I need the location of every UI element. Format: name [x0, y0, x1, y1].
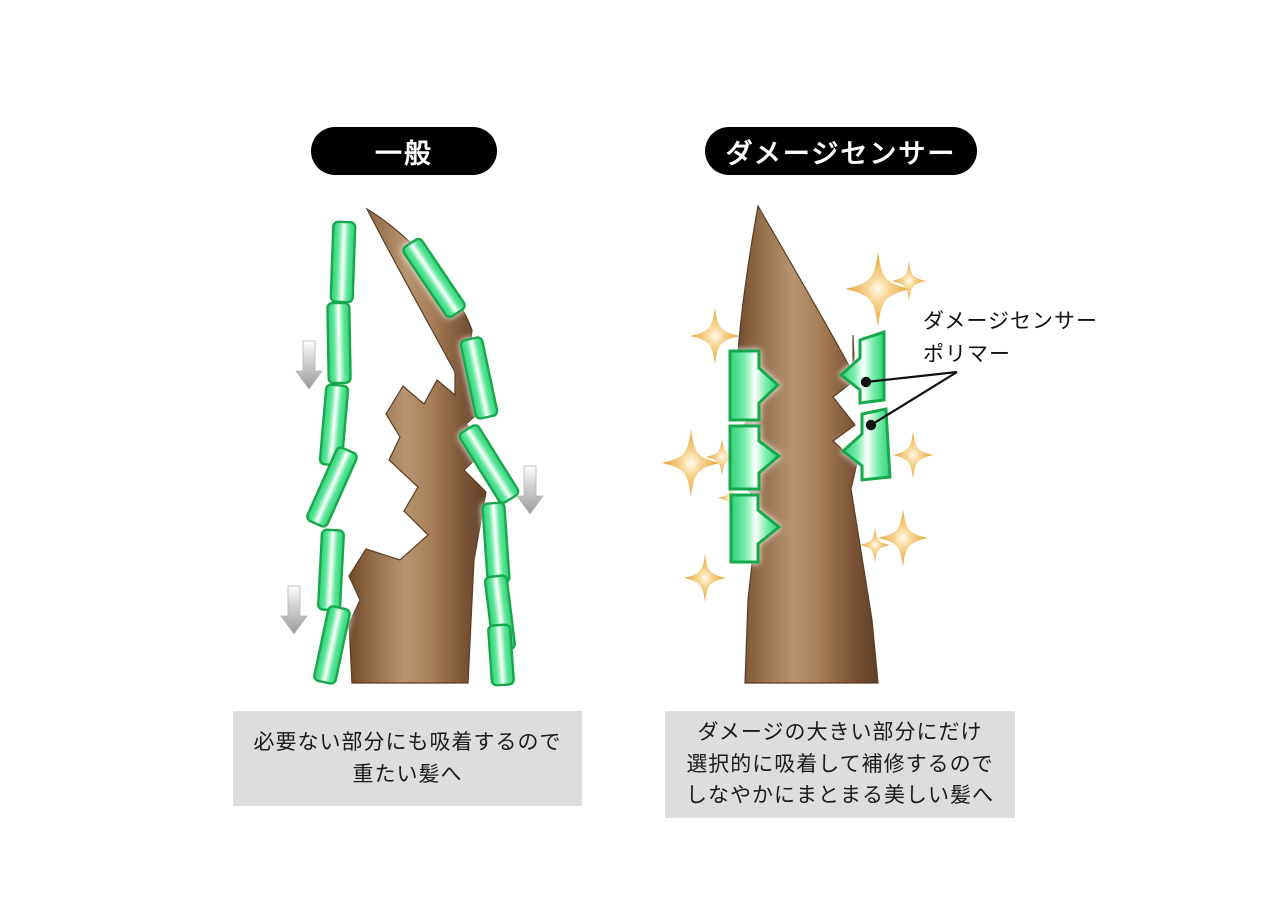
down-arrow-icon: [295, 340, 323, 390]
caption-damage-sensor-line-1: ダメージの大きい部分にだけ: [697, 721, 983, 745]
down-arrow-icon: [280, 585, 308, 635]
polymer-wedge: [840, 407, 892, 482]
polymer-bar: [306, 446, 358, 528]
polymer-bar: [402, 237, 466, 319]
polymer-bar: [326, 301, 352, 385]
sparkle-icon: [845, 251, 911, 327]
sparkle-icon: [661, 429, 721, 497]
panel-heading-general: 一般: [311, 127, 497, 175]
polymer-wedge: [729, 493, 782, 564]
sparkle-icon: [878, 509, 928, 567]
detach-arrows: [280, 340, 544, 635]
caption-general-line-1: 必要ない部分にも吸着するので: [253, 731, 562, 754]
annotation-line-2: ポリマー: [923, 342, 1011, 366]
hair-shaft-right: [735, 204, 879, 684]
panel-heading-general-label: 一般: [375, 138, 433, 169]
polymer-bars-left: [306, 220, 358, 685]
sparkle-icon: [892, 431, 934, 479]
caption-damage-sensor-line-3: しなやかにまとまる美しい髪へ: [686, 784, 994, 808]
right-hair-illustration: [661, 204, 958, 684]
leader-dot: [860, 376, 872, 388]
panel-heading-damage-sensor-label: ダメージセンサー: [725, 138, 957, 169]
sparkle-icon: [705, 438, 739, 476]
polymer-bar: [316, 528, 346, 612]
polymer-wedge: [728, 349, 781, 422]
polymer-wedges-left-side: [728, 349, 782, 564]
caption-general-line-2: 重たい髪へ: [352, 762, 463, 786]
polymer-bar: [459, 336, 499, 420]
caption-general: 必要ない部分にも吸着するので 重たい髪へ: [233, 711, 582, 806]
polymer-bar: [487, 623, 515, 687]
polymer-wedge: [838, 329, 886, 405]
annotation-label-damage-sensor-polymer: ダメージセンサー ポリマー: [923, 306, 1098, 371]
annotation-leader-lines: [860, 370, 958, 431]
down-arrow-icon: [516, 465, 544, 515]
sparkle-icon: [684, 554, 726, 602]
caption-damage-sensor-line-2: 選択的に吸着して補修するので: [686, 752, 994, 776]
caption-damage-sensor: ダメージの大きい部分にだけ 選択的に吸着して補修するので しなやかにまとまる美し…: [665, 711, 1015, 818]
sparkle-icon: [690, 307, 740, 365]
sparkle-icon: [891, 261, 927, 301]
polymer-bar: [458, 424, 520, 504]
sparkle-icon: [859, 527, 891, 563]
panel-heading-damage-sensor: ダメージセンサー: [705, 127, 977, 175]
leader-dot: [865, 419, 877, 431]
polymer-bar: [481, 501, 511, 585]
left-hair-illustration: [280, 207, 544, 687]
annotation-line-1: ダメージセンサー: [923, 310, 1098, 333]
polymer-bar: [313, 605, 351, 685]
polymer-bars-left-right-side: [402, 237, 520, 687]
polymer-bar: [329, 220, 357, 304]
polymer-wedge: [728, 424, 782, 491]
polymer-wedges-right-side: [838, 329, 892, 482]
